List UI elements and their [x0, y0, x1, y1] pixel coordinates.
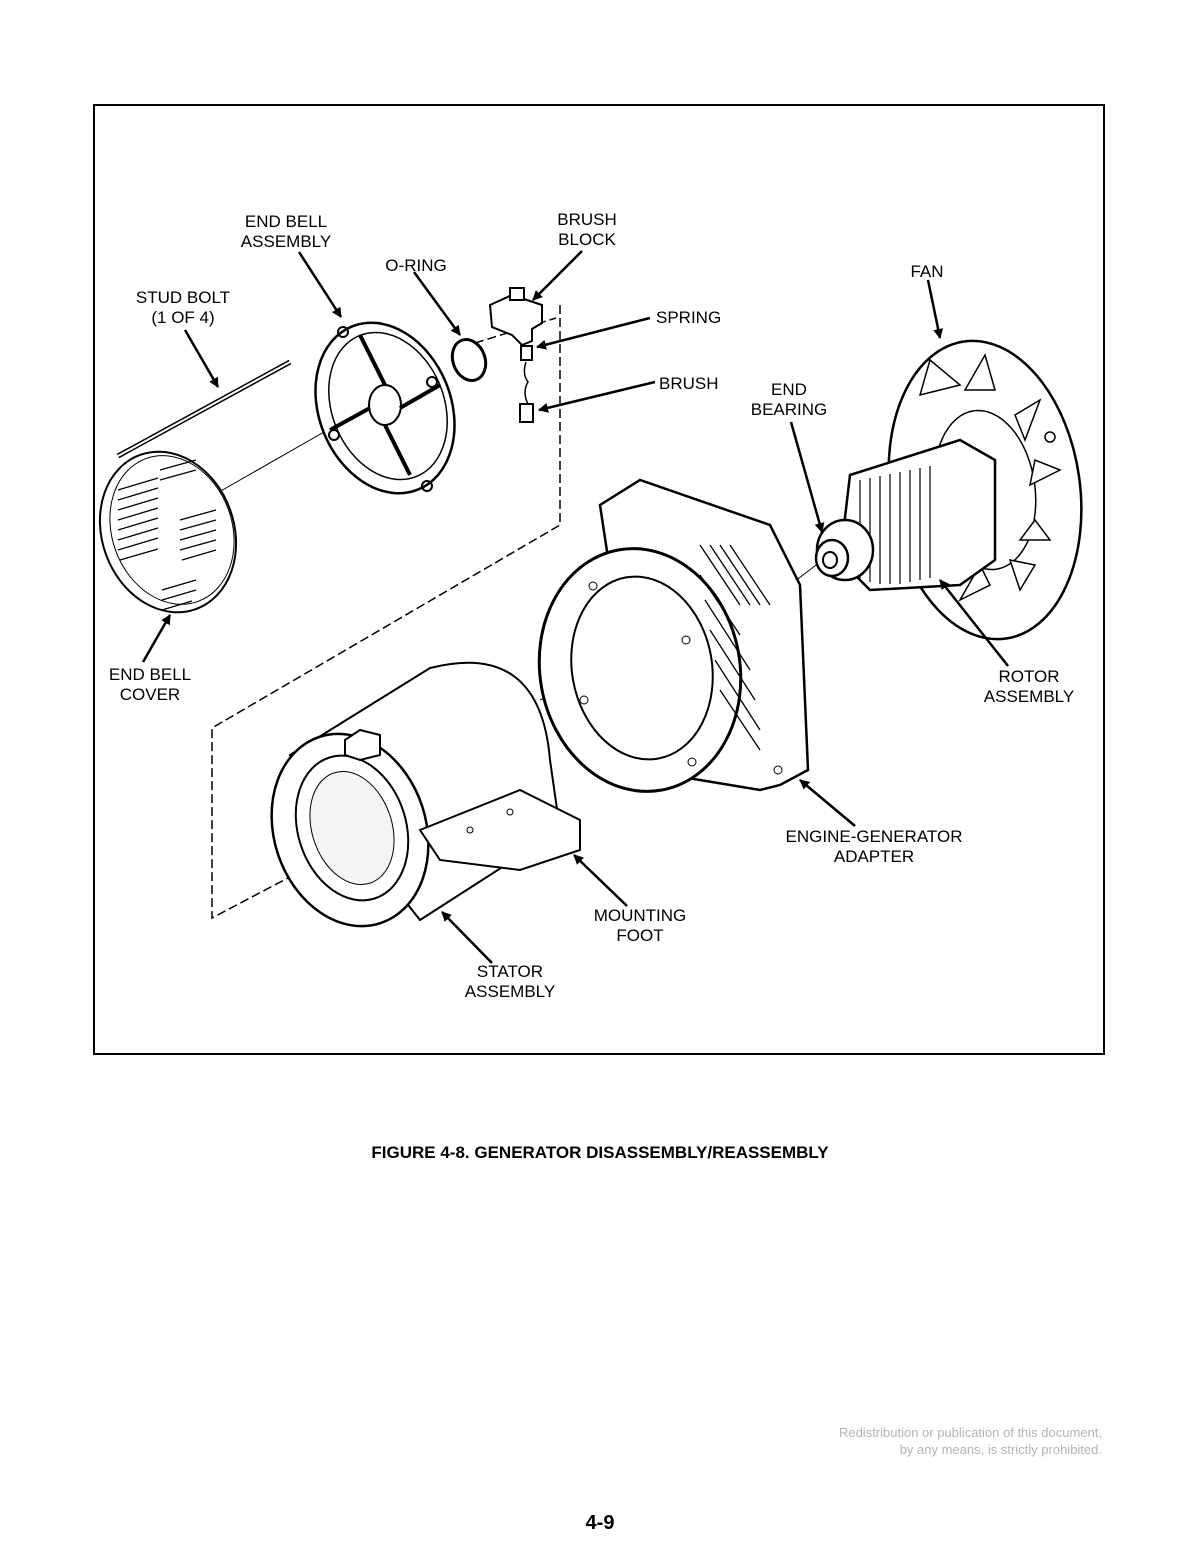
arrow-end-bell-cover — [141, 614, 172, 663]
label-stud-bolt: STUD BOLT(1 OF 4) — [135, 288, 231, 327]
brush-block — [488, 287, 543, 347]
stator-assembly — [270, 661, 581, 928]
label-brush: BRUSH — [659, 374, 719, 393]
redistribution-notice: Redistribution or publication of this do… — [838, 1425, 1102, 1457]
engine-generator-adapter — [537, 478, 810, 793]
brush — [519, 361, 534, 423]
figure-frame — [93, 104, 1105, 1055]
arrow-end-bearing — [789, 421, 825, 533]
arrow-spring — [536, 316, 651, 350]
page-number: 4-9 — [585, 1512, 615, 1534]
arrow-mounting-foot — [573, 854, 628, 907]
arrow-end-bell-assembly — [297, 251, 343, 318]
arrow-stator-assembly — [441, 911, 493, 964]
arrow-brush-block — [532, 250, 583, 301]
label-spring: SPRING — [656, 308, 722, 327]
arrow-fan — [926, 279, 944, 339]
callout-arrows — [141, 250, 1009, 964]
arrow-stud-bolt — [183, 329, 220, 388]
arrow-engine-generator-adapter — [799, 779, 856, 827]
rotor-assembly — [814, 438, 997, 592]
arrow-o-ring — [412, 271, 462, 336]
label-fan: FAN — [910, 262, 944, 281]
end-bell-assembly — [314, 321, 456, 495]
figure-caption: FIGURE 4-8. GENERATOR DISASSEMBLY/REASSE… — [371, 1143, 829, 1162]
arrow-brush — [538, 380, 656, 413]
stud-bolt — [116, 359, 292, 459]
end-bell-cover — [98, 450, 238, 614]
spring — [520, 345, 533, 361]
label-o-ring: O-RING — [385, 256, 447, 275]
arrow-rotor-assembly — [939, 579, 1009, 667]
o-ring — [450, 338, 488, 382]
